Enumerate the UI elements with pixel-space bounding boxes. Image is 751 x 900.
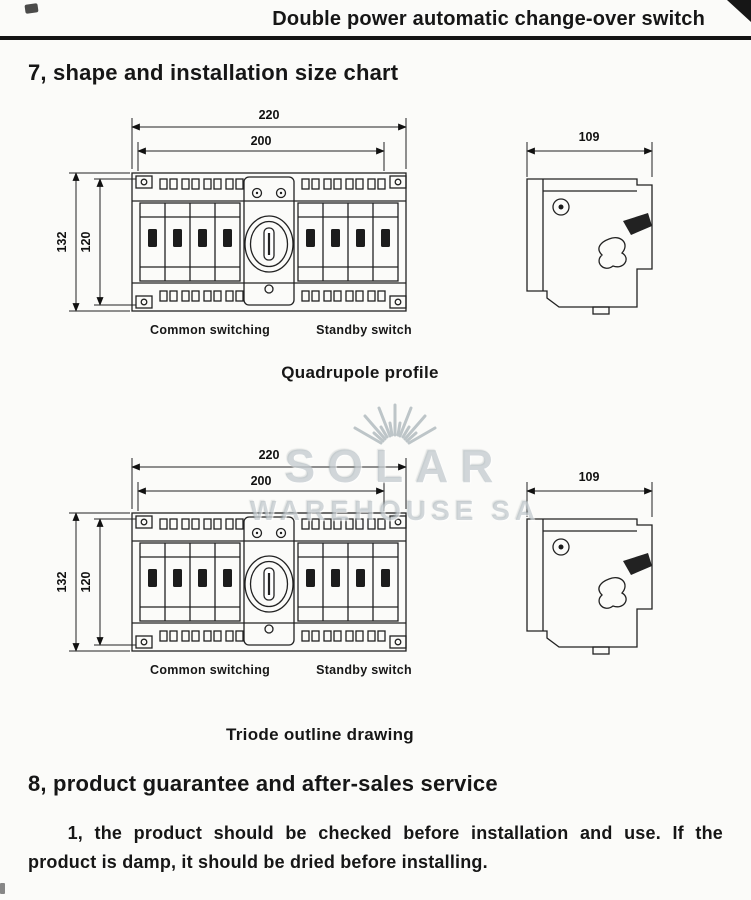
dim-inner-width: 200 <box>251 134 272 148</box>
section-7-heading: 7, shape and installation size chart <box>28 60 399 85</box>
scan-artifact-corner <box>727 0 751 22</box>
figure-caption-triode: Triode outline drawing <box>226 725 414 744</box>
dim-depth: 109 <box>579 130 600 144</box>
label-common-switching: Common switching <box>150 663 271 677</box>
triode-drawing: 220 200 132 120 109 <box>55 448 722 659</box>
figure-caption-quadrupole: Quadrupole profile <box>281 363 439 382</box>
guarantee-paragraph: 1, the product should be checked before … <box>28 823 723 873</box>
figure-labels: Common switching Standby switch <box>150 323 751 337</box>
dim-depth: 109 <box>579 470 600 484</box>
scan-artifact-bottom-left <box>0 883 5 894</box>
front-view-drawing: 220 200 132 120 <box>55 448 406 651</box>
label-standby-switch: Standby switch <box>316 663 412 677</box>
dim-inner-height: 120 <box>79 232 93 253</box>
quadrupole-drawing: 220 200 132 120 109 <box>55 108 722 319</box>
front-view-drawing: 220 200 132 120 <box>55 108 406 311</box>
scan-artifact-top-left <box>24 3 39 14</box>
side-view-drawing: 109 <box>527 130 652 314</box>
dim-outer-width: 220 <box>259 448 280 462</box>
dim-inner-height: 120 <box>79 572 93 593</box>
figure-labels: Common switching Standby switch <box>150 663 751 677</box>
label-common-switching: Common switching <box>150 323 271 337</box>
dim-inner-width: 200 <box>251 474 272 488</box>
dim-outer-width: 220 <box>259 108 280 122</box>
figure-quadrupole: 220 200 132 120 109 Common switching Sta… <box>42 99 751 383</box>
section-8-heading: 8, product guarantee and after-sales ser… <box>28 771 498 796</box>
label-standby-switch: Standby switch <box>316 323 412 337</box>
header-rule <box>0 36 751 40</box>
side-view-drawing: 109 <box>527 470 652 654</box>
document-title: Double power automatic change-over switc… <box>272 8 705 30</box>
dim-outer-height: 132 <box>55 232 69 253</box>
dim-outer-height: 132 <box>55 572 69 593</box>
page-header: Double power automatic change-over switc… <box>0 0 751 31</box>
figure-triode: 220 200 132 120 109 Common switching Sta… <box>42 439 751 745</box>
